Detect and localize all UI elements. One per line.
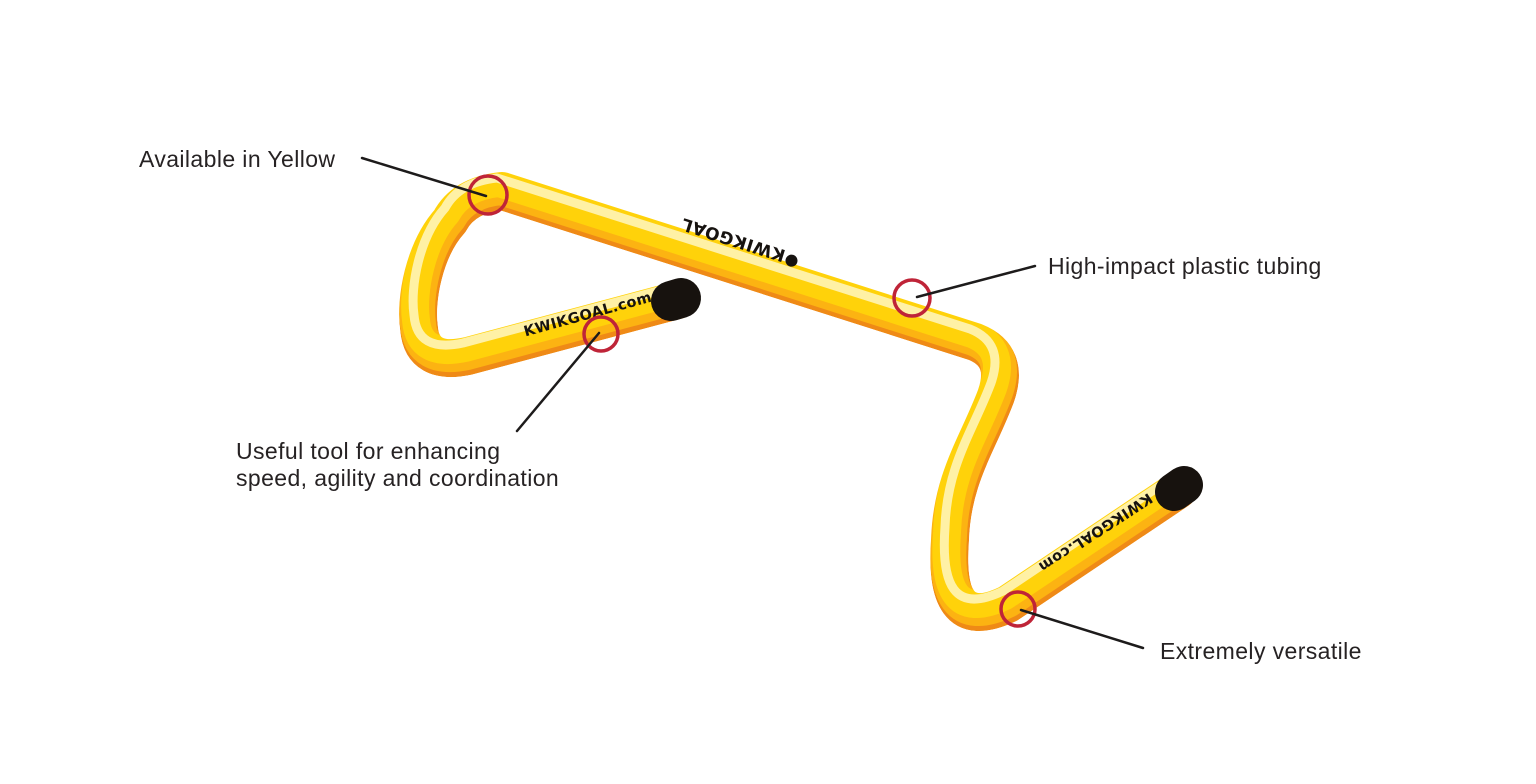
callout-leader-line: [1019, 608, 1145, 650]
callout-extremely-versatile: Extremely versatile: [999, 590, 1362, 664]
right-leg-end-cap: [1155, 466, 1203, 511]
left-leg-end-cap: [651, 278, 701, 321]
tube-shade-highlight: [408, 173, 1178, 604]
callout-marker-circle: [892, 278, 932, 318]
callout-leader-line: [360, 156, 488, 198]
hurdle-tube: KWIKGOAL KWIKGOAL.com KWIKGOAL.com: [399, 169, 1203, 631]
callout-label-line2: speed, agility and coordination: [236, 465, 559, 491]
callout-label: High-impact plastic tubing: [1048, 253, 1322, 279]
callout-leader-line: [515, 331, 601, 433]
callout-available-in-yellow: Available in Yellow: [139, 146, 509, 216]
callout-high-impact-tubing: High-impact plastic tubing: [892, 253, 1322, 318]
callout-marker-circle: [467, 174, 509, 216]
callout-label: Extremely versatile: [1160, 638, 1362, 664]
callout-useful-tool: Useful tool for enhancing speed, agility…: [236, 315, 620, 491]
callout-marker-circle: [582, 315, 620, 353]
brand-logo-mark-icon: [785, 254, 798, 267]
callout-label-line1: Useful tool for enhancing: [236, 438, 500, 464]
callout-leader-line: [915, 264, 1037, 299]
callout-label: Available in Yellow: [139, 146, 335, 172]
callout-marker-circle: [999, 590, 1037, 628]
tube-shade-main: [401, 169, 1189, 618]
